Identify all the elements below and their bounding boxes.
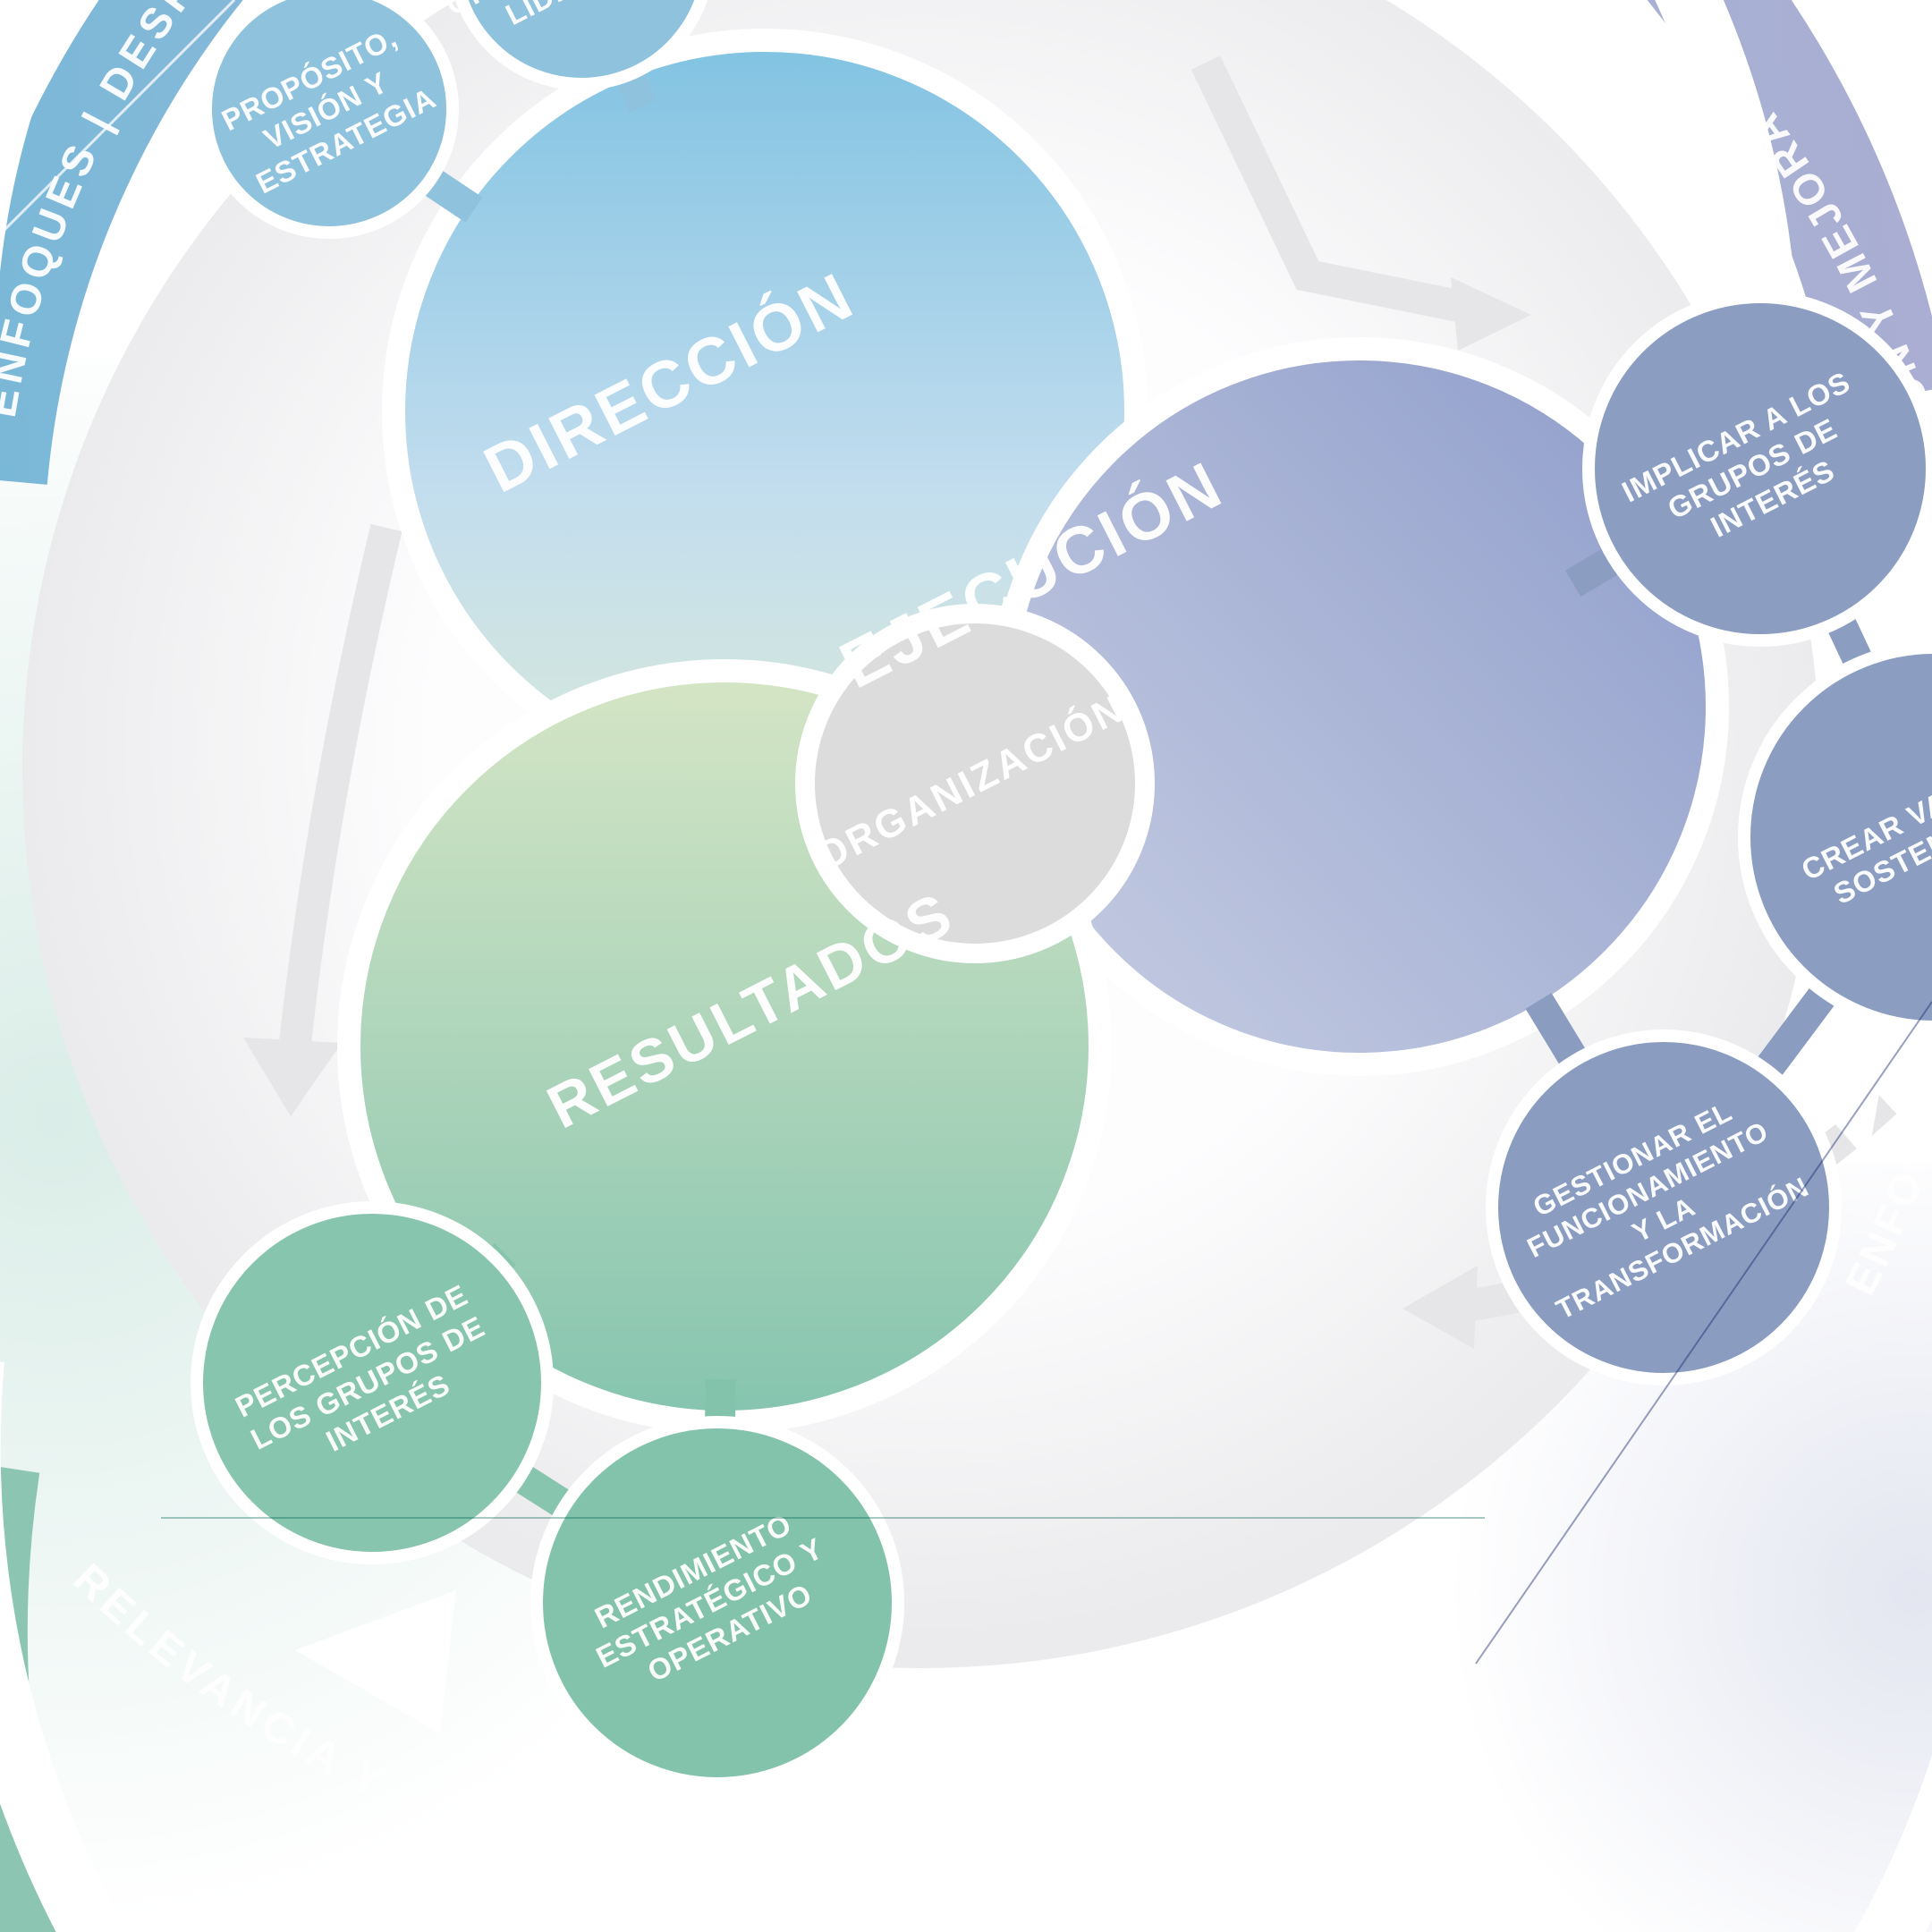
radar-arrow-left xyxy=(277,523,402,1062)
radar-arrowheads xyxy=(243,277,1531,1349)
satellite-proposito xyxy=(199,0,459,239)
satellite-rendimiento xyxy=(530,1416,904,1790)
satellite-crear xyxy=(1738,641,1932,1033)
satellite-percepcion xyxy=(191,1201,554,1564)
artifact-line-diagonal xyxy=(1475,1001,1932,1665)
stem-crear-gestionar xyxy=(1758,987,1835,1075)
arrowhead-right-icon xyxy=(1451,277,1531,351)
radar-arrow-top xyxy=(1191,55,1470,324)
artifact-lines xyxy=(0,0,1932,1665)
ring-band-top xyxy=(0,0,1932,485)
arrowhead-left-icon xyxy=(1402,1266,1478,1349)
ring-arrow-right-icon xyxy=(1791,1057,1885,1161)
satellite-gestionar xyxy=(1486,1030,1842,1385)
ring-arrow-bottomleft-icon xyxy=(295,1590,456,1733)
satellite-cultura xyxy=(454,0,708,90)
artifact-line-topleft xyxy=(0,0,236,236)
satellite-implicar xyxy=(1582,291,1932,647)
hub-organizacion xyxy=(795,604,1155,963)
arrowhead-down-icon xyxy=(243,1038,342,1116)
